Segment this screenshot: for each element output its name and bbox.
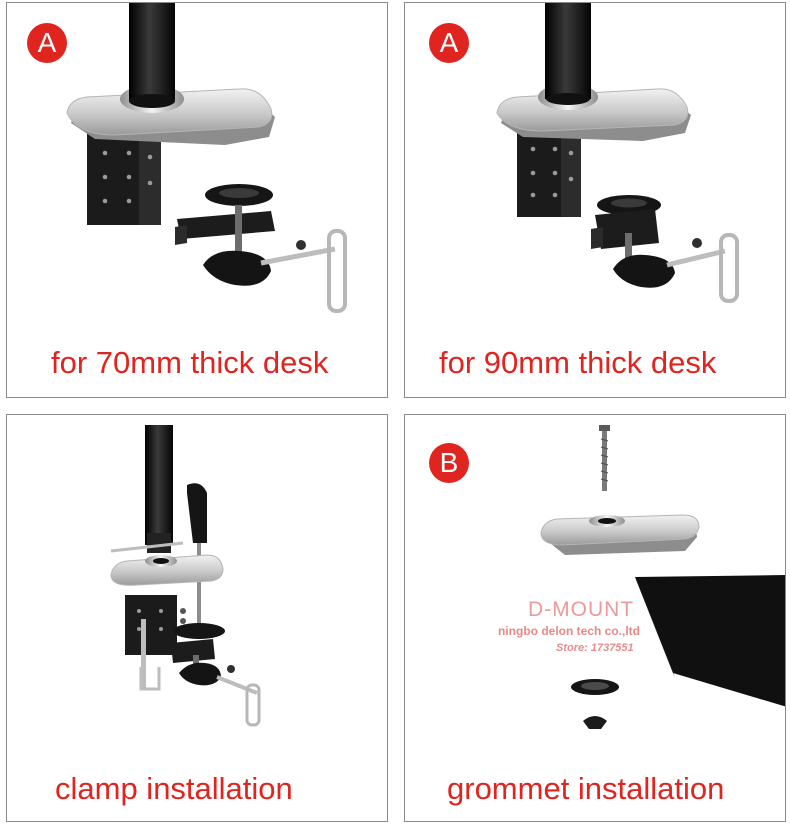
panel-70mm-desk: A for 70mm thick desk bbox=[6, 2, 388, 398]
badge-b: B bbox=[429, 443, 469, 483]
clamp-90mm-illustration bbox=[496, 3, 739, 303]
caption-grommet: grommet installation bbox=[447, 771, 725, 806]
badge-a: A bbox=[429, 23, 469, 63]
badge-a: A bbox=[27, 23, 67, 63]
watermark-company: ningbo delon tech co.,ltd bbox=[498, 624, 640, 638]
caption-90mm: for 90mm thick desk bbox=[439, 345, 717, 380]
grommet-exploded-illustration bbox=[540, 425, 785, 729]
clamp-exploded-illustration bbox=[110, 425, 261, 727]
caption-70mm: for 70mm thick desk bbox=[51, 345, 329, 380]
panel-90mm-desk: A for 90mm thick desk bbox=[404, 2, 786, 398]
clamp-70mm-illustration bbox=[66, 3, 347, 313]
watermark-store: Store: 1737551 bbox=[556, 642, 634, 654]
watermark-brand: D-MOUNT bbox=[528, 598, 635, 621]
panel-grommet-installation: B grommet installation bbox=[404, 414, 786, 822]
panel-clamp-installation: clamp installation bbox=[6, 414, 388, 822]
caption-clamp: clamp installation bbox=[55, 771, 293, 806]
